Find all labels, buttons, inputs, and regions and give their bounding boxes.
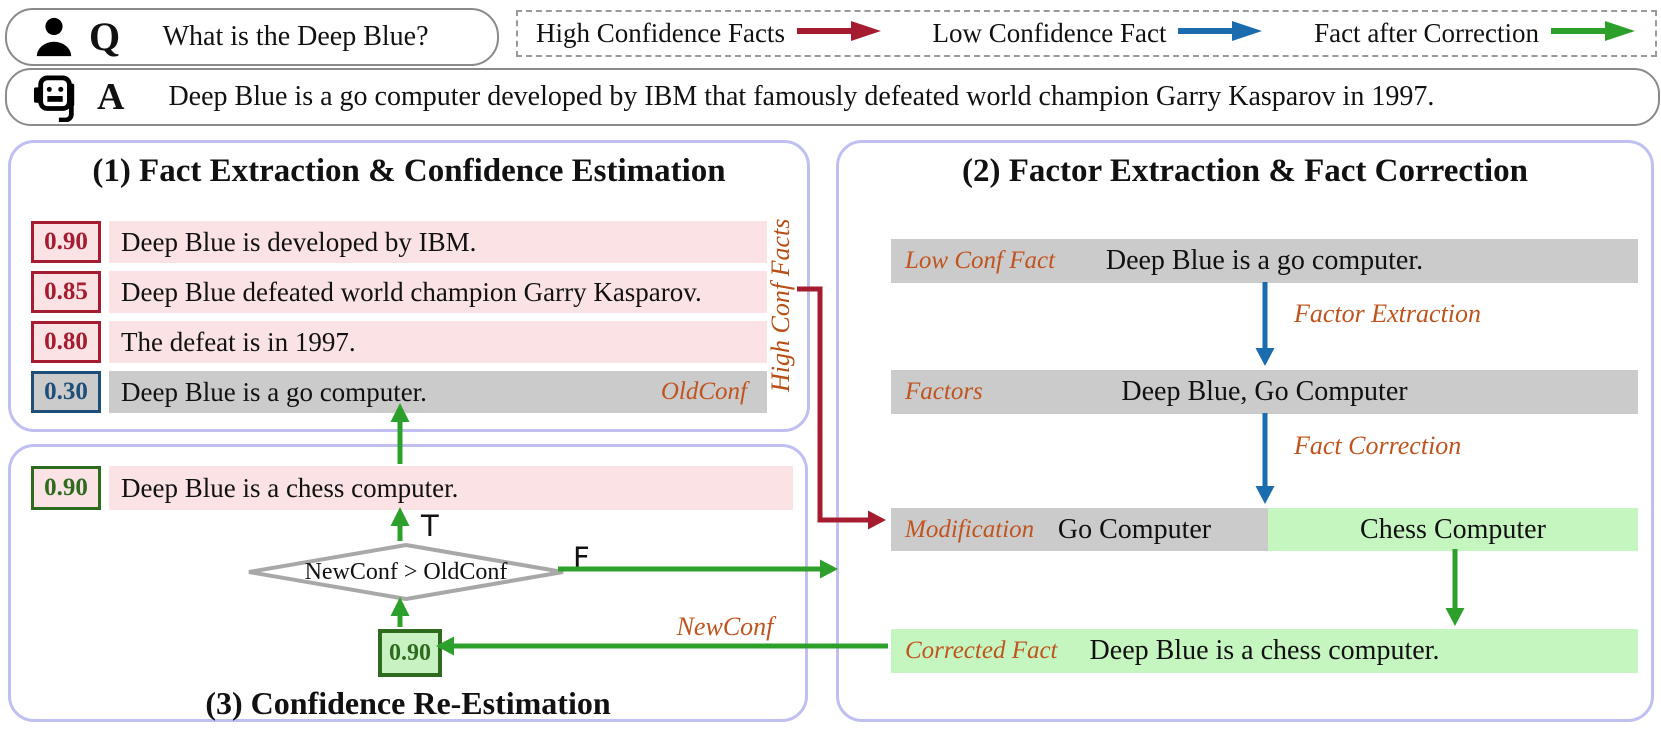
confidence-score-badge: 0.85 [31, 271, 101, 313]
new-conf-value-box: 0.90 [378, 629, 442, 677]
answer-box: A Deep Blue is a go computer developed b… [5, 68, 1660, 126]
fact-text: Deep Blue is a go computer. [121, 376, 427, 407]
modification-new-segment: Chess Computer [1268, 508, 1638, 551]
factors-text: Deep Blue, Go Computer [1121, 376, 1408, 407]
fact-text-wrap: Deep Blue is a go computer. OldConf [109, 371, 767, 413]
modification-old-value: Go Computer [1057, 513, 1212, 545]
legend-label-corrected: Fact after Correction [1314, 18, 1539, 48]
decision-diamond: NewConf > OldConf [245, 542, 567, 602]
panel-confidence-reestimation: 0.90 Deep Blue is a chess computer. T F … [8, 444, 808, 722]
reestimated-fact-text: Deep Blue is a chess computer. [109, 466, 793, 510]
high-confidence-arrow-icon [795, 19, 883, 48]
corrected-fact-text: Deep Blue is a chess computer. [1089, 635, 1440, 666]
question-box: Q What is the Deep Blue? [5, 8, 499, 66]
fact-row-3: 0.80 The defeat is in 1997. [31, 321, 767, 363]
legend-label-low-confidence: Low Confidence Fact [932, 18, 1167, 48]
modification-label: Modification [905, 515, 1035, 543]
new-conf-arrow-label: NewConf [676, 612, 774, 641]
robot-icon [33, 72, 79, 122]
confidence-score-badge: 0.30 [31, 371, 101, 413]
legend-item-high-confidence: High Confidence Facts [536, 18, 883, 49]
low-confidence-arrow-icon [1176, 19, 1264, 48]
factors-row: Deep Blue, Go Computer Factors [891, 370, 1638, 414]
panel-factor-extraction: (2) Factor Extraction & Fact Correction … [836, 140, 1654, 722]
branch-false-label: F [573, 541, 590, 575]
legend: High Confidence Facts Low Confidence Fac… [516, 10, 1657, 57]
reestimated-fact-row: 0.90 Deep Blue is a chess computer. [31, 466, 793, 510]
low-conf-fact-label: Low Conf Fact [905, 247, 1056, 274]
modification-new-value: Chess Computer [1360, 513, 1546, 545]
fact-row-2: 0.85 Deep Blue defeated world champion G… [31, 271, 767, 313]
legend-item-low-confidence: Low Confidence Fact [933, 18, 1265, 49]
modification-row: Go Computer Modification Chess Computer [891, 508, 1638, 551]
branch-true-label: T [421, 509, 439, 543]
corrected-arrow-icon [1549, 19, 1637, 48]
user-icon [33, 15, 75, 59]
panel1-title: (1) Fact Extraction & Confidence Estimat… [92, 153, 726, 189]
question-speaker-label: Q [89, 14, 121, 59]
question-text: What is the Deep Blue? [162, 21, 429, 52]
panel3-title: (3) Confidence Re-Estimation [205, 685, 611, 721]
high-conf-facts-side-label: High Conf Facts [766, 218, 795, 392]
answer-speaker-label: A [97, 76, 125, 118]
factors-label: Factors [905, 378, 983, 405]
fact-row-1: 0.90 Deep Blue is developed by IBM. [31, 221, 767, 263]
fact-text: Deep Blue defeated world champion Garry … [109, 271, 767, 313]
fact-text: The defeat is in 1997. [109, 321, 767, 363]
panel2-title: (2) Factor Extraction & Fact Correction [962, 153, 1528, 189]
legend-item-corrected: Fact after Correction [1314, 18, 1637, 49]
confidence-score-badge: 0.90 [31, 221, 101, 263]
legend-label-high-confidence: High Confidence Facts [536, 18, 785, 48]
low-conf-fact-text: Deep Blue is a go computer. [1105, 245, 1424, 276]
modification-old-segment: Go Computer Modification [891, 508, 1268, 551]
fact-row-4-low-confidence: 0.30 Deep Blue is a go computer. OldConf [31, 371, 767, 413]
low-conf-fact-row: Deep Blue is a go computer. Low Conf Fac… [891, 239, 1638, 283]
answer-text: Deep Blue is a go computer developed by … [168, 81, 1435, 112]
new-confidence-score-badge: 0.90 [31, 466, 101, 510]
old-conf-tag: OldConf [660, 378, 747, 405]
confidence-score-badge: 0.80 [31, 321, 101, 363]
fact-correction-label: Fact Correction [1294, 431, 1462, 460]
corrected-fact-row: Deep Blue is a chess computer. Corrected… [891, 629, 1638, 673]
fact-text: Deep Blue is developed by IBM. [109, 221, 767, 263]
factor-extraction-label: Factor Extraction [1294, 299, 1482, 328]
decision-condition-text: NewConf > OldConf [304, 558, 508, 585]
corrected-fact-label: Corrected Fact [905, 637, 1058, 664]
panel-fact-extraction: (1) Fact Extraction & Confidence Estimat… [8, 140, 810, 432]
